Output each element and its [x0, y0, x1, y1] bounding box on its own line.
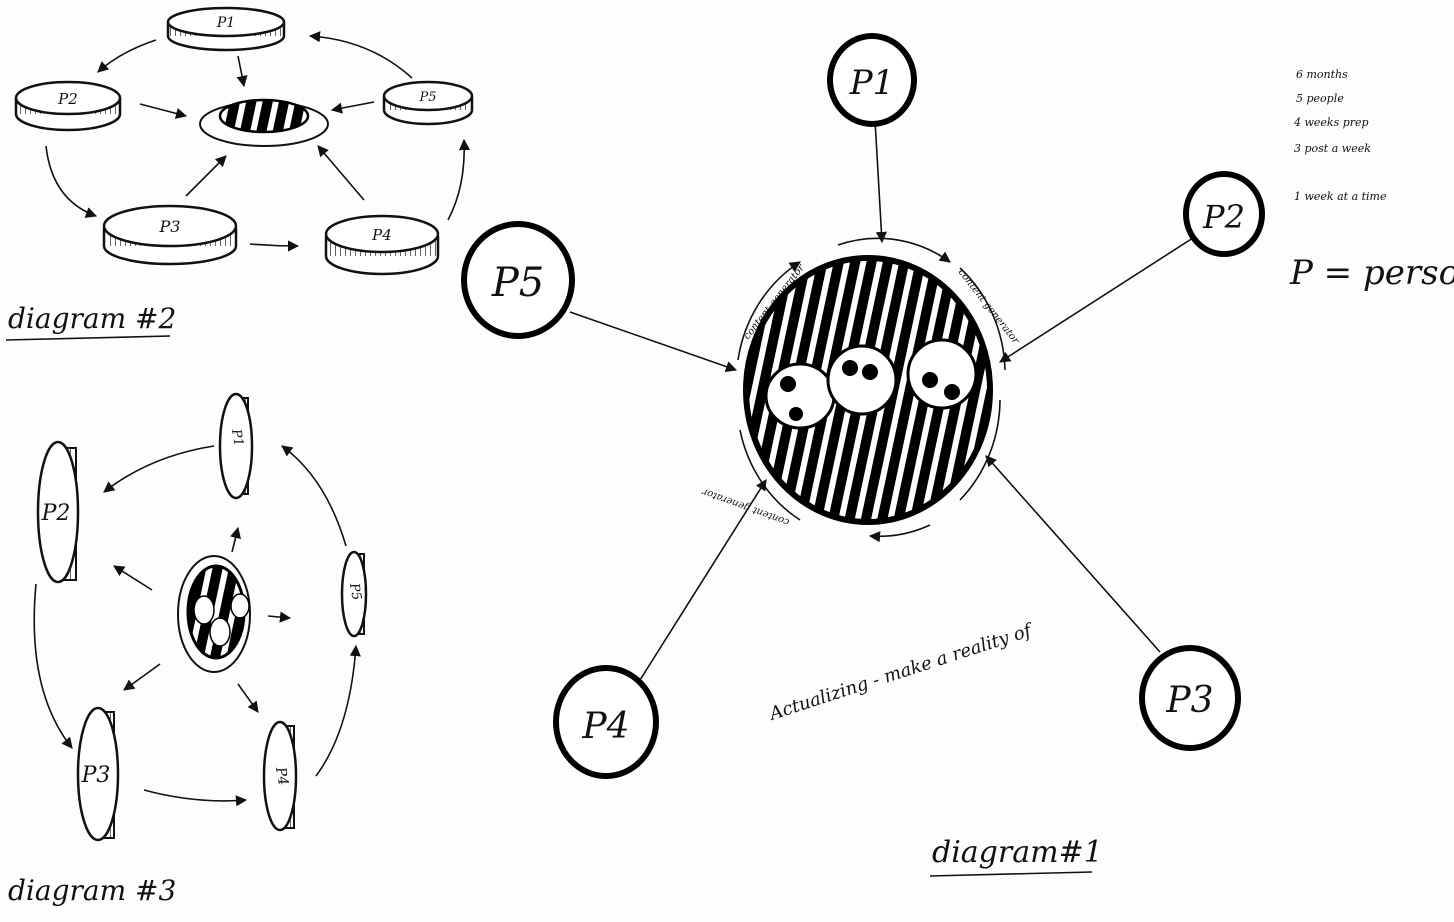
node-label: P5: [491, 260, 544, 306]
annotation-actualizing: Actualizing - make a reality of: [765, 619, 1037, 725]
arrow-p2-p3: [46, 146, 96, 216]
coin-label: P3: [159, 217, 181, 236]
arrow-p2-hub: [140, 104, 186, 116]
content-hub: [746, 258, 990, 522]
arrow-p5-p1: [282, 446, 346, 546]
coin-p4: P4: [326, 216, 438, 274]
arrow-hub-p4: [238, 684, 258, 712]
node-p3: P3: [1142, 648, 1238, 748]
arrow-p5-hub: [332, 102, 374, 110]
arrow-hub-p5: [268, 616, 290, 618]
edge-p2-hub: [1000, 236, 1196, 362]
diagram-3: P1 P2 P3 P4 P5: [8, 394, 366, 907]
node-p2: P2: [1186, 174, 1262, 254]
vcoin-p4: P4: [264, 722, 296, 830]
arrow-p4-p5: [448, 140, 464, 220]
arrow-hub-p3: [124, 664, 160, 690]
note-line: 1 week at a time: [1294, 190, 1387, 203]
edge-p5-hub: [570, 312, 736, 370]
arrow-p4-p5: [316, 646, 356, 776]
vcoin-p3: P3: [78, 708, 118, 840]
notes-list: 6 months 5 people 4 weeks prep 3 post a …: [1293, 68, 1387, 203]
coin-p2: P2: [16, 82, 120, 130]
vcoin-label: P4: [272, 765, 291, 787]
caption-text: diagram #3: [8, 874, 176, 907]
vcoin-label: P3: [81, 763, 111, 788]
diagram-2-caption: diagram #2: [6, 302, 176, 340]
arrow-p3-hub: [186, 156, 226, 196]
coin-label: P1: [216, 15, 235, 31]
node-p1: P1: [830, 36, 914, 124]
hub-coin: [200, 100, 328, 146]
arrow-p1-p2: [98, 40, 156, 72]
arrow-p2-p3: [34, 584, 72, 748]
arrow-p1-p2: [104, 446, 214, 492]
coin-label: P5: [418, 90, 436, 105]
diagram-1: content generator content generator cont…: [464, 36, 1262, 876]
arrow-hub-p1: [232, 528, 238, 552]
edge-p3-hub: [986, 456, 1160, 652]
vcoin-p2: P2: [38, 442, 78, 582]
node-p4: P4: [556, 668, 656, 776]
caption-text: diagram #2: [8, 302, 176, 335]
node-label: P2: [1202, 198, 1245, 236]
arrow-p5-p1: [310, 36, 412, 78]
note-line: 5 people: [1296, 92, 1344, 105]
diagram-3-caption: diagram #3: [8, 874, 176, 907]
node-p5: P5: [464, 224, 572, 336]
arrow-p3-p4: [250, 244, 298, 246]
coin-p5: P5: [384, 82, 472, 124]
caption-text: diagram#1: [932, 835, 1103, 870]
arrow-p3-p4: [144, 790, 246, 801]
node-label: P1: [849, 63, 895, 103]
vcoin-label: P5: [346, 581, 364, 601]
vhub: [178, 556, 250, 672]
coin-p3: P3: [104, 206, 236, 264]
arrow-hub-p2: [114, 566, 152, 590]
diagram-2: P1 P2 P3 P4 P5: [6, 8, 472, 340]
edge-p1-hub: [875, 120, 882, 242]
note-line: 4 weeks prep: [1293, 116, 1369, 129]
arrow-p4-hub: [318, 146, 364, 200]
note-line: 3 post a week: [1294, 142, 1371, 155]
vcoin-p1: P1: [220, 394, 252, 498]
vcoin-p5: P5: [342, 552, 366, 636]
coin-label: P4: [371, 226, 392, 244]
legend-p-equals-person: P = person: [1289, 253, 1454, 293]
node-label: P4: [581, 706, 629, 747]
arrow-p1-hub: [238, 56, 244, 86]
diagram-1-caption: diagram#1: [930, 835, 1103, 876]
node-label: P3: [1165, 680, 1213, 721]
hub-ring-label: content generator: [700, 485, 791, 527]
coin-p1: P1: [168, 8, 284, 50]
note-line: 6 months: [1296, 68, 1348, 81]
coin-label: P2: [57, 90, 78, 108]
vcoin-label: P2: [41, 501, 71, 526]
vcoin-label: P1: [228, 427, 246, 447]
